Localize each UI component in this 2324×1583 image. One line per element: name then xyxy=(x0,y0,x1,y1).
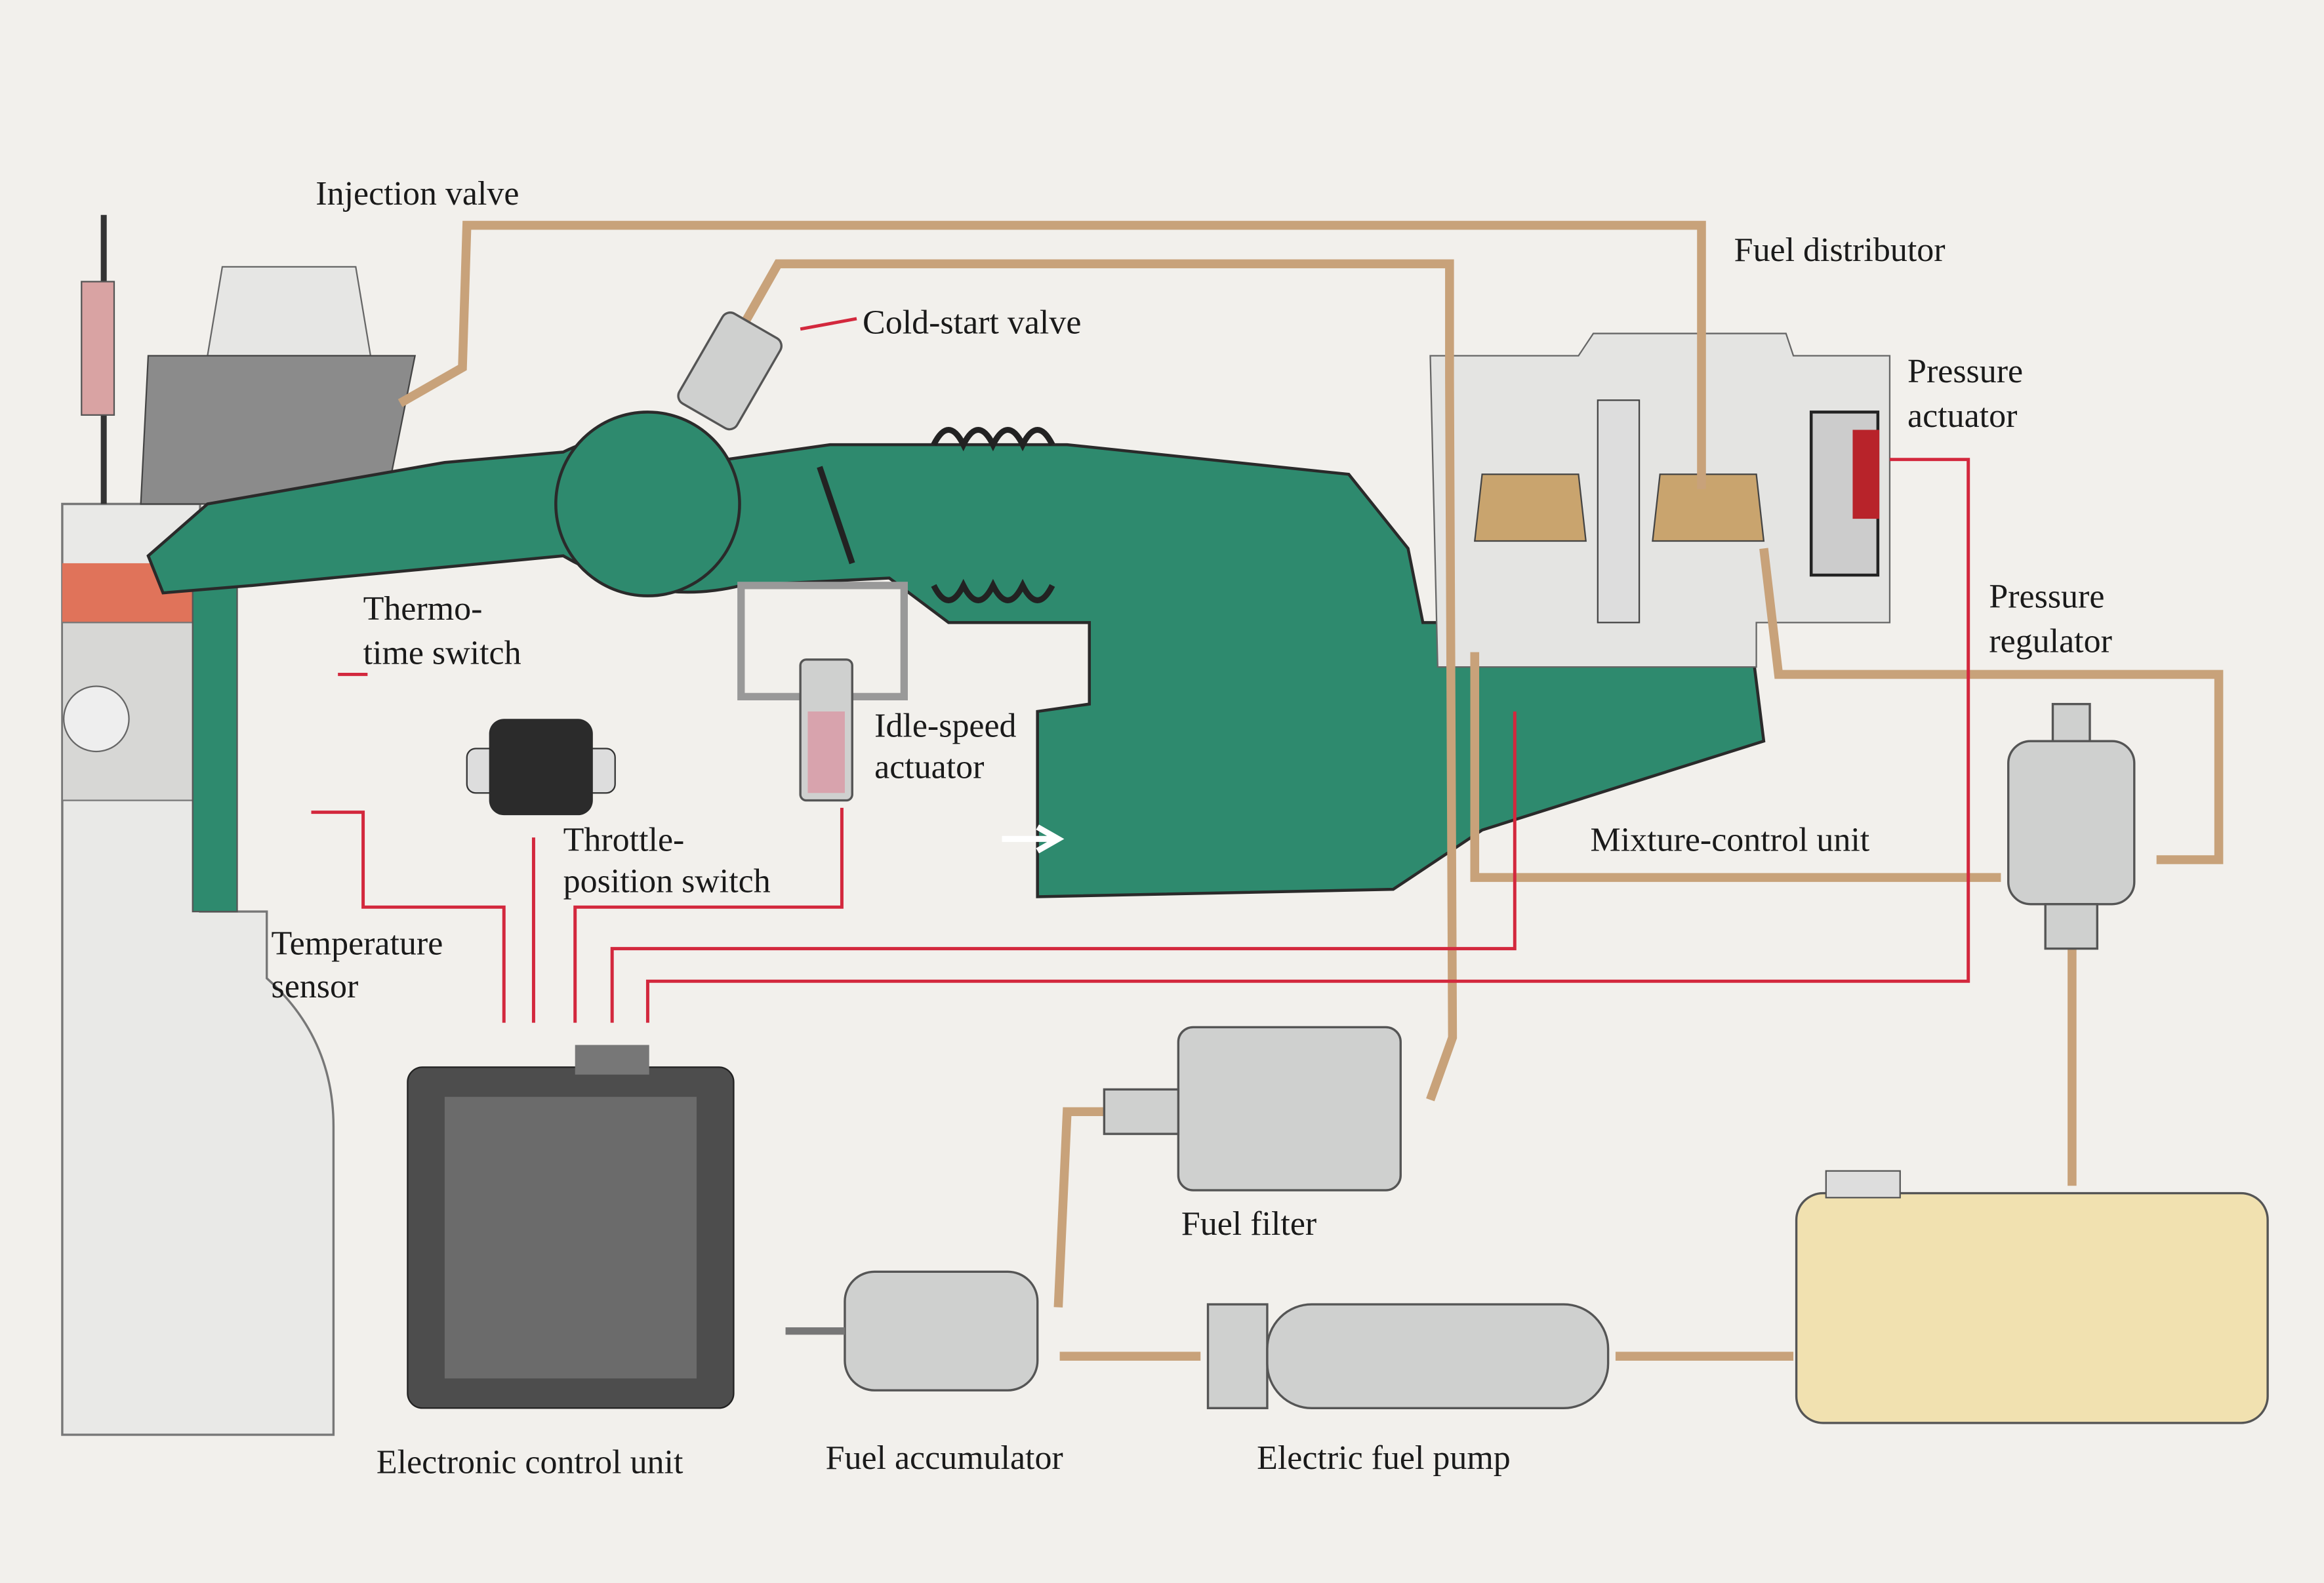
label-thermo-time-switch-line1: Thermo- xyxy=(363,590,483,628)
label-pressure-regulator-line1: Pressure xyxy=(1989,578,2104,616)
cold-start-valve xyxy=(677,311,783,431)
electric-fuel-pump-body xyxy=(1206,1303,1610,1409)
label-thermo-time-switch-line2: time switch xyxy=(363,635,521,672)
label-idle-speed-actuator-line2: actuator xyxy=(874,749,984,786)
air-inlet-arrow-icon xyxy=(1002,824,1065,854)
label-injection-valve: Injection valve xyxy=(316,175,519,212)
fuel-accumulator-body xyxy=(785,1270,1039,1392)
fuel-tank xyxy=(1795,1170,2269,1424)
engine-cylinder xyxy=(61,214,417,1436)
label-electronic-control-unit: Electronic control unit xyxy=(377,1444,683,1481)
label-temperature-sensor-line2: sensor xyxy=(272,968,359,1005)
bellows-bottom xyxy=(931,578,1055,603)
bellows-top xyxy=(931,427,1055,452)
throttle-position-switch xyxy=(466,719,616,816)
fuel-filter-body xyxy=(1103,1026,1402,1192)
label-throttle-position-switch-line2: position switch xyxy=(563,863,771,900)
electronic-control-unit-box xyxy=(407,1045,735,1409)
throttle-plate xyxy=(817,466,855,565)
fuel-lines xyxy=(398,220,2224,1361)
label-pressure-actuator-line2: actuator xyxy=(1907,397,2017,435)
label-electric-fuel-pump: Electric fuel pump xyxy=(1257,1439,1511,1477)
label-fuel-filter: Fuel filter xyxy=(1181,1205,1316,1243)
label-idle-speed-actuator-line1: Idle-speed xyxy=(874,707,1016,744)
label-pressure-actuator-line1: Pressure xyxy=(1907,353,2023,390)
label-pressure-regulator-line2: regulator xyxy=(1989,623,2112,660)
label-fuel-accumulator: Fuel accumulator xyxy=(826,1439,1063,1477)
label-temperature-sensor-line1: Temperature xyxy=(272,925,443,963)
pressure-regulator-body xyxy=(2007,702,2136,950)
signal-wires xyxy=(311,317,1970,1395)
label-throttle-position-switch-line1: Throttle- xyxy=(563,821,685,858)
label-cold-start-valve: Cold-start valve xyxy=(863,304,1081,342)
label-mixture-control-unit: Mixture-control unit xyxy=(1591,821,1870,858)
air-flow-sensor-plate xyxy=(554,411,741,597)
fuel-distributor xyxy=(1429,332,1891,668)
label-fuel-distributor: Fuel distributor xyxy=(1734,231,1946,269)
idle-speed-actuator xyxy=(737,582,908,802)
